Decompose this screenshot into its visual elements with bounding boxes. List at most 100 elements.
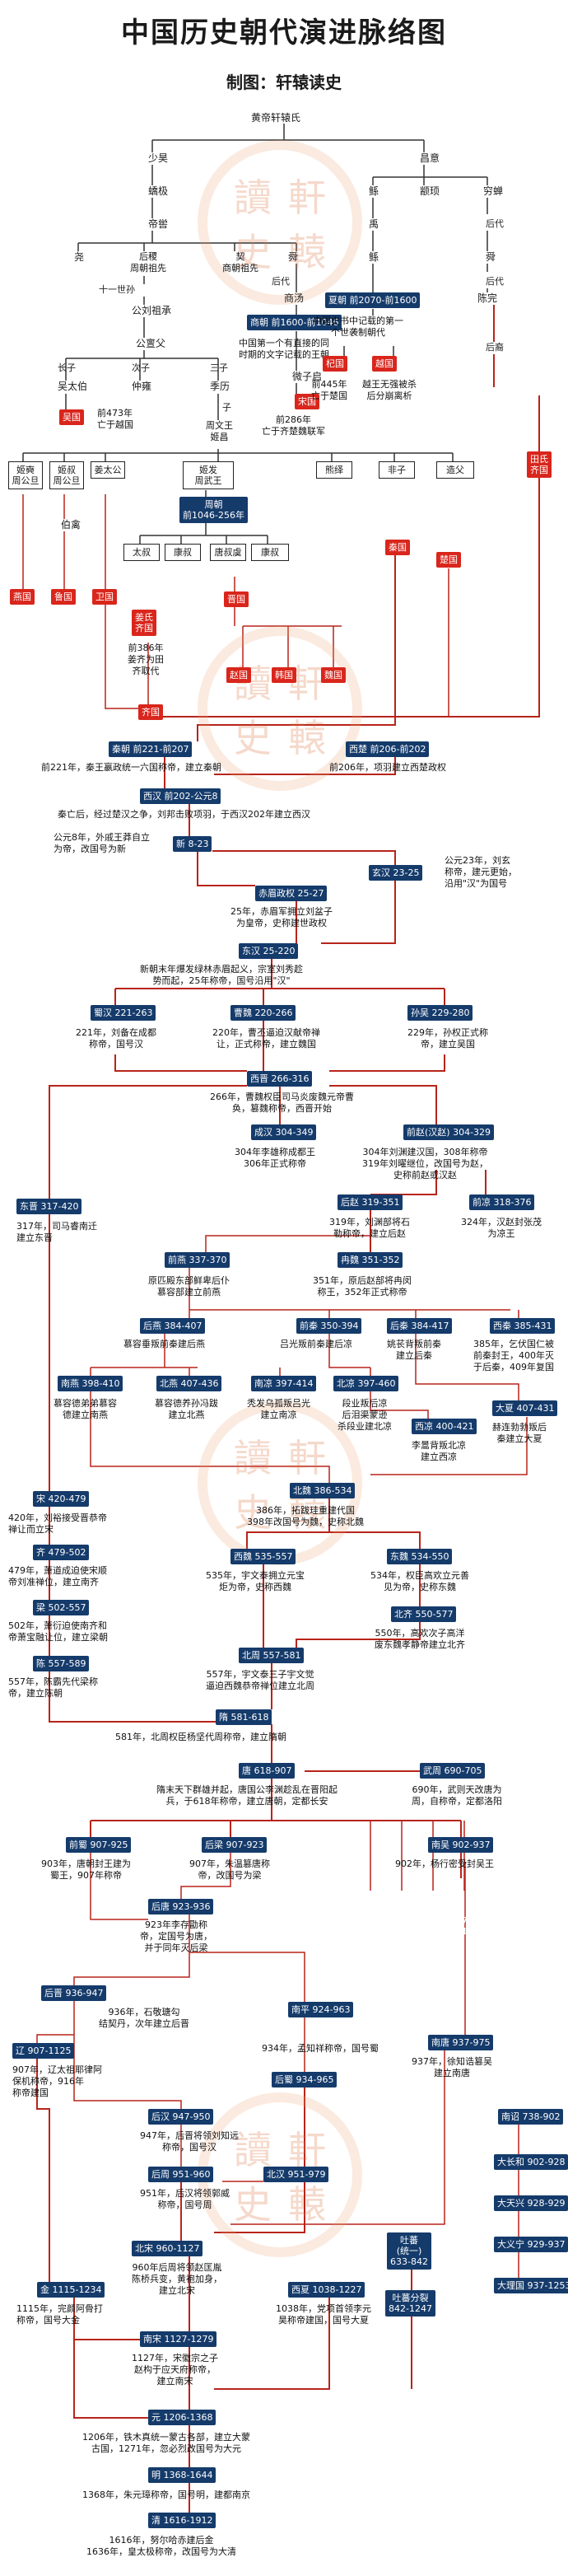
nanyan-note: 慕容德弟弟慕容 德建立南燕 — [54, 1398, 117, 1420]
beihan-badge: 北汉 951-979 — [263, 2167, 329, 2182]
qi-note: 479年，萧道成迫使宋顺 帝刘准禅位，建立南齐 — [8, 1565, 107, 1587]
dongwei-badge: 东魏 534-550 — [387, 1549, 453, 1564]
connector-line — [212, 850, 396, 865]
xiliang-badge: 西凉 400-421 — [412, 1419, 477, 1434]
connector-line — [90, 1333, 371, 1376]
wu-state-badge: 吴国 — [59, 409, 84, 425]
qi-badge: 齐 479-502 — [33, 1545, 90, 1560]
connector-line — [139, 490, 268, 544]
qi-xia-node: 鲧 — [369, 251, 379, 263]
qianqin-note: 吕光叛前秦建后凉 — [280, 1339, 352, 1349]
nanhan-badge: 南汉 917-971 — [385, 1891, 408, 1940]
song-state-note: 前286年 亡于齐楚魏联军 — [262, 414, 325, 437]
weizi-node: 微子启 — [292, 371, 323, 382]
song-state-badge: 宋国 — [295, 394, 319, 409]
chimei-note: 25年，赤眉军拥立刘盆子 为皇帝，史称建世政权 — [230, 906, 333, 928]
beisong-badge: 北宋 960-1127 — [132, 2241, 203, 2256]
hanzhao-note: 304年刘渊建汉国，308年称帝 319年刘曜继位，改国号为赵， 史称前赵或汉赵 — [362, 1147, 488, 1180]
shun-node: 舜 — [288, 251, 299, 263]
minguo-badge: 闽国 909-945 — [417, 1891, 440, 1940]
beiyan-badge: 北燕 407-436 — [156, 1376, 222, 1391]
second-son-label: 次子 — [132, 362, 150, 373]
hanzhao-badge: 前赵(汉赵) 304-329 — [403, 1124, 495, 1140]
donghan-badge: 东汉 25-220 — [239, 943, 299, 959]
connector-line — [271, 1662, 420, 1772]
houliang-note: 907年，朱温篡唐称 帝，改国号为梁 — [189, 1858, 270, 1881]
qi-state-badge: 杞国 — [323, 356, 347, 372]
yue-state-note: 越王无强被杀 后分崩离析 — [362, 379, 417, 401]
daxia-note: 赫连勃勃叛后 秦建立大夏 — [492, 1422, 547, 1444]
houzhou-note: 951年，后汉将领郭威 称帝，国号周 — [140, 2188, 230, 2210]
houhan-badge: 后汉 947-950 — [148, 2109, 214, 2125]
liao-note: 907年，辽太祖耶律阿 保机称帝，916年 称帝建国 — [12, 2064, 102, 2098]
song-badge: 宋 420-479 — [33, 1491, 90, 1507]
shuyu-box: 唐叔虞 — [210, 544, 246, 561]
beiqi-note: 550年，高欢次子高洋 废东魏孝静帝建立北齐 — [375, 1628, 465, 1650]
qi-state-badge-2: 齐国 — [138, 704, 163, 720]
houtang-note: 923年李存勖称 帝，定国号为唐， 并于同年灭后梁 — [140, 1919, 212, 1953]
dongwei-note: 534年，权臣高欢立元善 见为帝，史称东魏 — [370, 1570, 469, 1592]
beiliang-badge: 北凉 397-460 — [333, 1376, 399, 1391]
connector-line — [263, 1564, 421, 1648]
qin-state-badge: 秦国 — [385, 540, 410, 555]
zhongyong-node: 仲雍 — [132, 381, 152, 392]
gongdanfu-node: 公亶父 — [136, 338, 166, 349]
qianyan-badge: 前燕 337-370 — [165, 1252, 230, 1268]
tian-qi-badge: 田氏 齐国 — [527, 451, 552, 478]
shuhan-badge: 蜀汉 221-263 — [91, 1005, 156, 1021]
zhouwen-node: 周文王 姬昌 — [206, 420, 233, 442]
yan-founder-box: 姬奭 周公旦 — [8, 461, 43, 489]
sui-note: 581年，北周权臣杨坚代周称帝，建立隋朝 — [115, 1732, 286, 1742]
qianyan-note: 原匹殿东部鲜卑后仆 慕容部建立前燕 — [148, 1275, 230, 1297]
xihan-note: 秦亡后，经过楚汉之争，刘邦击败项羽，于西汉202年建立西汉 — [58, 809, 310, 820]
tubo-split-badge: 吐蕃分裂 842-1247 — [385, 2290, 435, 2317]
nanyan-badge: 南燕 398-410 — [58, 1376, 123, 1391]
houzhao-badge: 后赵 319-351 — [338, 1194, 403, 1210]
descendant-label: 后代 — [486, 218, 504, 229]
connector-line — [22, 449, 454, 461]
connector-line — [49, 1506, 216, 1723]
yu-node: 禹 — [369, 218, 379, 230]
xixia-note: 1038年，党项首领李元 昊称帝建国，国号大夏 — [276, 2303, 371, 2326]
houshu-badge: 后蜀 934-965 — [272, 2072, 338, 2087]
beiwei-badge: 北魏 386-534 — [290, 1483, 356, 1498]
connector-line — [90, 1778, 462, 1878]
lu-state-badge: 鲁国 — [51, 589, 76, 605]
nansong-badge: 南宋 1127-1279 — [140, 2331, 217, 2347]
chu-founder-box: 熊绎 — [316, 461, 352, 479]
nanping-badge: 南平 924-963 — [288, 2002, 354, 2017]
xuanhan-badge: 玄汉 23-25 — [369, 865, 423, 881]
connector-line — [49, 1209, 371, 1491]
xia-badge: 夏朝 前2070-前1600 — [325, 292, 421, 308]
qing-badge: 清 1616-1912 — [148, 2513, 216, 2528]
huangdi-node: 黄帝轩辕氏 — [251, 112, 301, 124]
nanzhao-badge: 南诏 738-902 — [498, 2109, 564, 2125]
ranwei-badge: 冉魏 351-352 — [338, 1252, 403, 1268]
jin-note: 1115年，完颜阿骨打 称帝，国号大金 — [16, 2303, 103, 2326]
nanwu-note: 902年，杨行密受封吴王 — [395, 1858, 494, 1869]
connector-line — [22, 494, 106, 589]
connector-line — [114, 1020, 445, 1072]
jiang-qi-note: 前386年 姜齐为田 齐取代 — [128, 643, 164, 676]
xijin-badge: 西晋 266-316 — [247, 1071, 313, 1087]
zhou-dynasty-badge: 周朝 前1046-256年 — [179, 497, 248, 523]
jin-state-badge: 晋国 — [224, 591, 249, 607]
dongjin-badge: 东晋 317-420 — [16, 1199, 82, 1214]
zhuanxu-node: 颛顼 — [420, 185, 440, 197]
changyi-node: 昌意 — [420, 152, 440, 164]
taibo-node: 吴太伯 — [58, 381, 88, 392]
wuzhou-note: 690年，武则天改唐为 周，自称帝，定都洛阳 — [412, 1784, 502, 1807]
jin-badge: 金 1115-1234 — [37, 2282, 105, 2298]
houyan-badge: 后燕 384-407 — [140, 1318, 206, 1334]
song-note: 420年，刘裕接受晋恭帝 禅让而立宋 — [8, 1512, 107, 1535]
tang-badge: 唐 618-907 — [239, 1763, 296, 1779]
sunwu-badge: 孙吴 229-280 — [407, 1005, 473, 1021]
houjin-note: 936年，石敬瑭勾 结契丹，次年建立后晋 — [99, 2007, 189, 2029]
houshu-note: 934年，孟知祥称帝，国号蜀 — [262, 2043, 379, 2054]
zhou-wu-box: 姬发 周武王 — [183, 461, 234, 489]
caowei-badge: 曹魏 220-266 — [230, 1005, 296, 1021]
houji-node: 后稷 周朝祖先 — [130, 251, 166, 273]
qi-ancestor-node: 契 商朝祖先 — [222, 251, 258, 273]
nansong-note: 1127年，宋徽宗之子 赵构于应天府称帝， 建立南宋 — [132, 2353, 218, 2387]
